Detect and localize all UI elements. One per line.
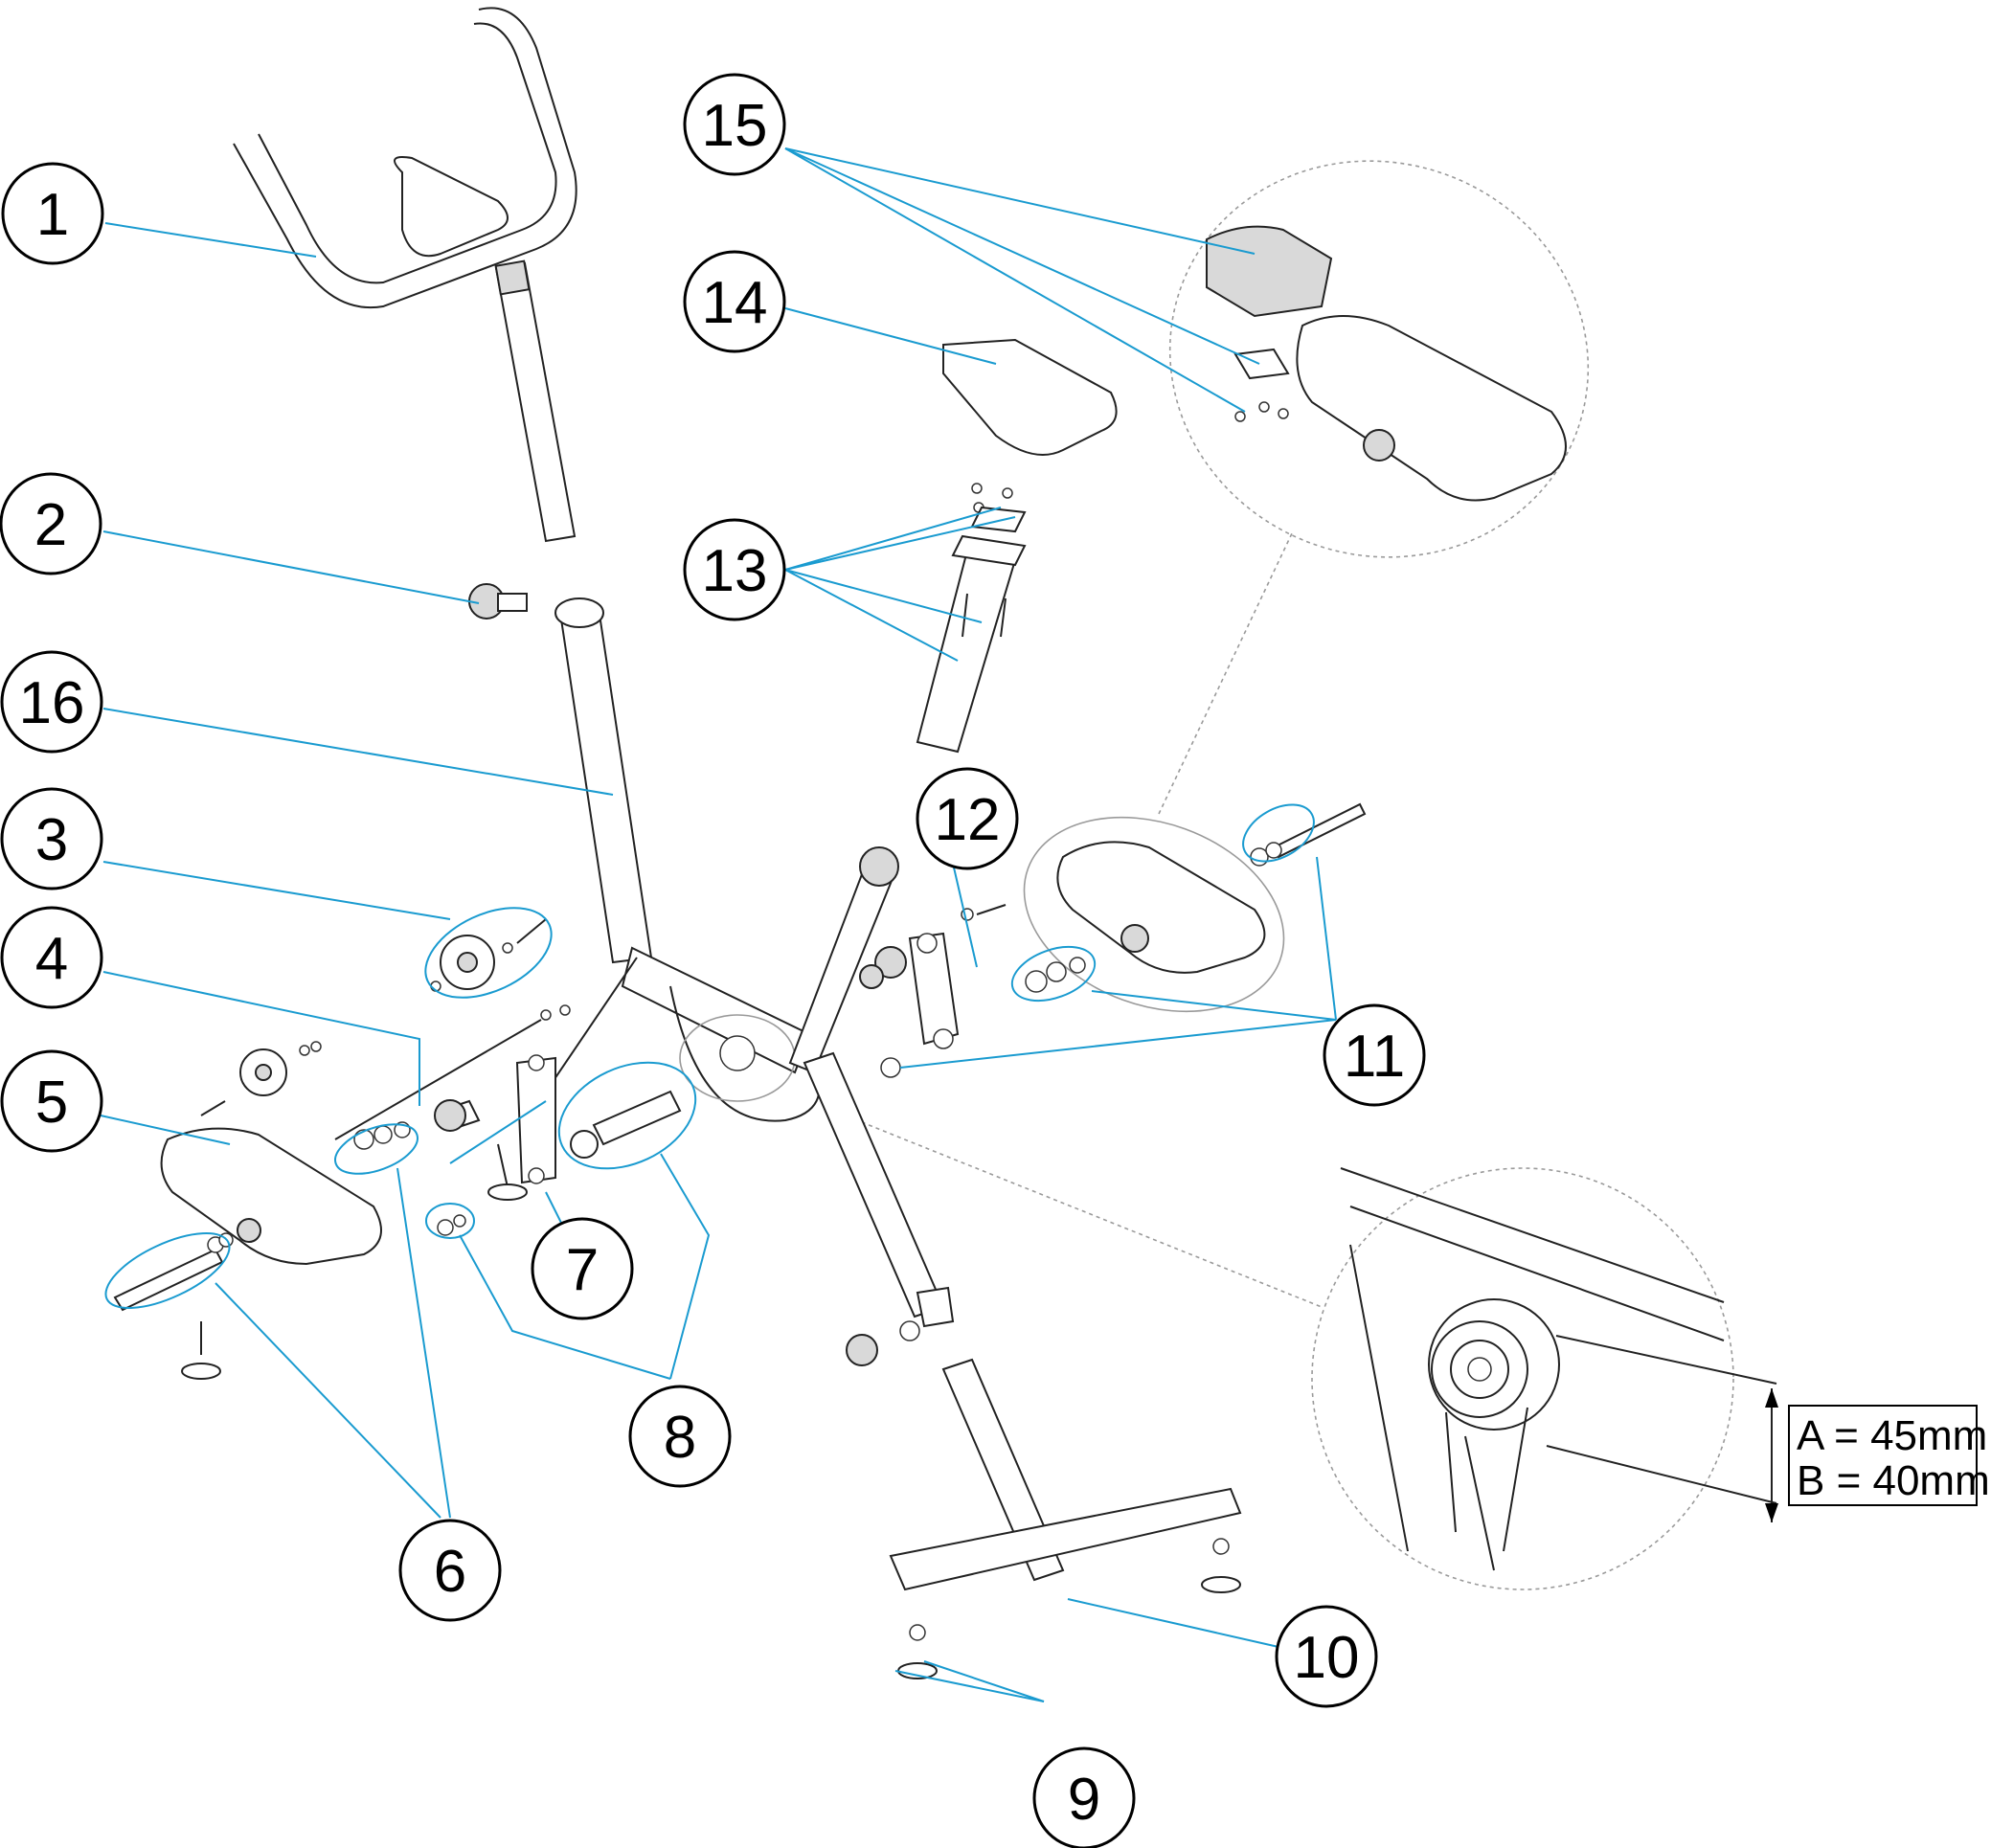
crank-arm-right bbox=[859, 904, 1007, 1049]
pedal-left bbox=[160, 1127, 382, 1266]
callout-5-label: 5 bbox=[35, 1070, 68, 1136]
callout-5: 5 bbox=[0, 1049, 103, 1153]
callout-2-label: 2 bbox=[34, 492, 67, 558]
roller-wheel-left bbox=[200, 1041, 322, 1116]
callout-3: 3 bbox=[0, 787, 103, 890]
seat-post bbox=[916, 483, 1027, 754]
callout-8: 8 bbox=[628, 1385, 732, 1488]
callout-10-label: 10 bbox=[1294, 1625, 1360, 1691]
callout-7-label: 7 bbox=[566, 1237, 599, 1303]
callout-3-label: 3 bbox=[35, 807, 68, 873]
callout-1-label: 1 bbox=[36, 182, 69, 248]
handlebar bbox=[233, 7, 577, 543]
callout-11: 11 bbox=[1323, 1003, 1426, 1107]
callout-12: 12 bbox=[916, 767, 1019, 870]
crank-arm-left bbox=[487, 1054, 556, 1201]
pedal-zoom-parts bbox=[1206, 225, 1567, 502]
roller-wheel-3 bbox=[430, 918, 547, 992]
callout-16-label: 16 bbox=[19, 670, 85, 736]
callout-15-label: 15 bbox=[702, 93, 768, 159]
callout-14: 14 bbox=[683, 250, 786, 353]
dimension-b-text: B = 40mm bbox=[1797, 1457, 1990, 1504]
leader-lines bbox=[100, 147, 1337, 1702]
callout-4-label: 4 bbox=[35, 926, 68, 992]
main-frame bbox=[554, 597, 821, 1122]
dimension-a-text: A = 45mm bbox=[1797, 1412, 1987, 1459]
callout-15: 15 bbox=[683, 73, 786, 176]
detail-bracket-zoom bbox=[832, 1110, 1734, 1590]
foot-levellers bbox=[181, 1321, 221, 1380]
callout-13: 13 bbox=[683, 518, 786, 621]
diagonal-tube bbox=[788, 846, 955, 1366]
callout-8-label: 8 bbox=[664, 1405, 696, 1471]
callout-13-label: 13 bbox=[702, 538, 768, 604]
base-stabiliser bbox=[889, 1358, 1242, 1679]
callout-14-label: 14 bbox=[702, 270, 768, 336]
callout-16: 16 bbox=[0, 650, 103, 754]
callout-12-label: 12 bbox=[935, 787, 1001, 853]
callout-9: 9 bbox=[1032, 1747, 1136, 1848]
dimension-marker: A = 45mm B = 40mm bbox=[1546, 1335, 1990, 1522]
seat-pad bbox=[942, 338, 1118, 456]
bracket-zoom-content bbox=[1340, 1167, 1725, 1571]
callout-10: 10 bbox=[1275, 1605, 1378, 1708]
adjust-knob-top bbox=[468, 583, 528, 620]
callout-6: 6 bbox=[398, 1519, 502, 1622]
pedal-axle-right bbox=[880, 802, 1367, 1078]
pedal-right bbox=[1023, 816, 1285, 1013]
dimension-box bbox=[1788, 1405, 1978, 1506]
callout-7: 7 bbox=[531, 1217, 634, 1320]
callout-6-label: 6 bbox=[434, 1539, 466, 1605]
callout-1: 1 bbox=[1, 162, 104, 265]
callout-4: 4 bbox=[0, 906, 103, 1009]
callout-11-label: 11 bbox=[1344, 1024, 1405, 1090]
callout-2: 2 bbox=[0, 472, 102, 575]
callout-9-label: 9 bbox=[1068, 1767, 1100, 1833]
shaft-assembly-8 bbox=[437, 1090, 682, 1236]
bracket-frame-left bbox=[334, 957, 638, 1140]
